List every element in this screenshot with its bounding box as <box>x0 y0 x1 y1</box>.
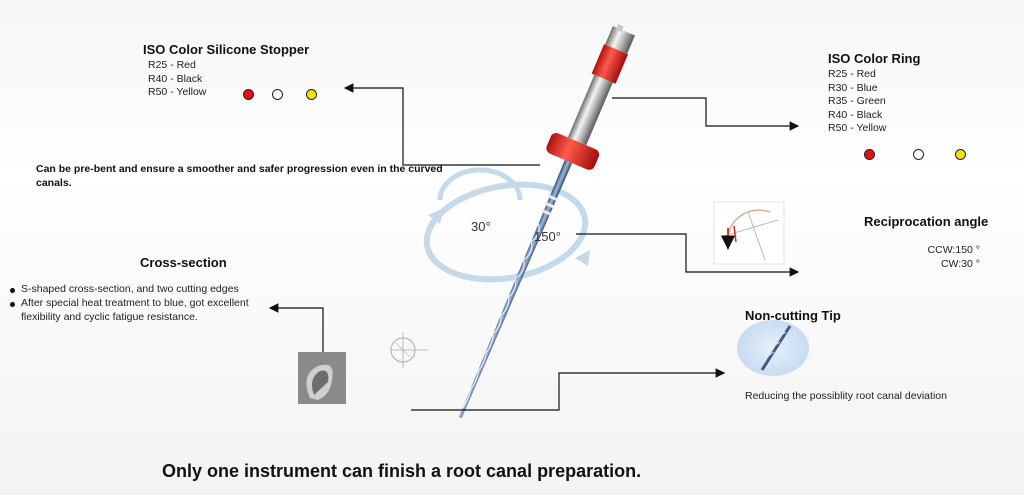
bullet-dot <box>10 302 15 307</box>
endodontic-file <box>458 23 635 419</box>
ccw-value: CCW:150 ° <box>927 244 980 256</box>
ring-item: R50 - Yellow <box>828 122 887 134</box>
tip-title: Non-cutting Tip <box>745 308 841 323</box>
footer-statement: Only one instrument can finish a root ca… <box>162 461 642 481</box>
ring-item: R40 - Black <box>828 108 883 121</box>
stopper-item: R40 - Black <box>148 72 203 85</box>
cross-bullet-1: S-shaped cross-section, and two cutting … <box>21 283 239 295</box>
stopper-list: R25 - Red R40 - Black R50 - Yellow <box>148 59 206 100</box>
cross-section-image <box>298 352 346 404</box>
ring-item: R30 - Blue <box>828 81 878 94</box>
stopper-black-dot <box>272 89 283 100</box>
stopper-title: ISO Color Silicone Stopper <box>143 42 310 57</box>
reciprocation-image <box>713 201 785 265</box>
bullet-dot <box>10 288 15 293</box>
stopper-item: R25 - Red <box>148 59 196 71</box>
connector-stopper <box>343 83 540 166</box>
ring-item: R25 - Red <box>828 68 876 80</box>
cw-value: CW:30 ° <box>940 257 980 270</box>
connector-cross-section <box>268 303 324 352</box>
cross-bullet-2: After special heat treatment to blue, go… <box>21 297 249 323</box>
prebent-text: Can be pre-bent and ensure a smoother an… <box>36 163 443 189</box>
angle-label-150: 150° <box>534 229 561 244</box>
connector-ring <box>612 97 800 131</box>
angle-label-30: 30° <box>471 219 491 234</box>
connector-reciprocation <box>576 233 800 277</box>
tip-desc: Reducing the possiblity root canal devia… <box>745 390 947 402</box>
reciprocation-title: Reciprocation angle <box>864 214 989 229</box>
stopper-yellow-dot <box>306 89 317 100</box>
ring-black-dot <box>913 149 924 160</box>
ring-list: R25 - Red R30 - Blue R35 - Green R40 - B… <box>828 68 886 136</box>
rotation-ellipse <box>423 167 590 283</box>
cross-section-marker <box>390 332 428 368</box>
ring-red-dot <box>864 149 875 160</box>
cross-section-title: Cross-section <box>140 255 227 270</box>
stopper-red-dot <box>243 89 254 100</box>
reciprocation-values: CCW:150 ° CW:30 ° <box>900 244 980 271</box>
ring-yellow-dot <box>955 149 966 160</box>
stopper-item: R50 - Yellow <box>148 86 207 98</box>
connector-tip <box>411 368 726 411</box>
tip-image <box>737 320 809 376</box>
ring-title: ISO Color Ring <box>828 51 921 66</box>
ring-item: R35 - Green <box>828 95 886 107</box>
